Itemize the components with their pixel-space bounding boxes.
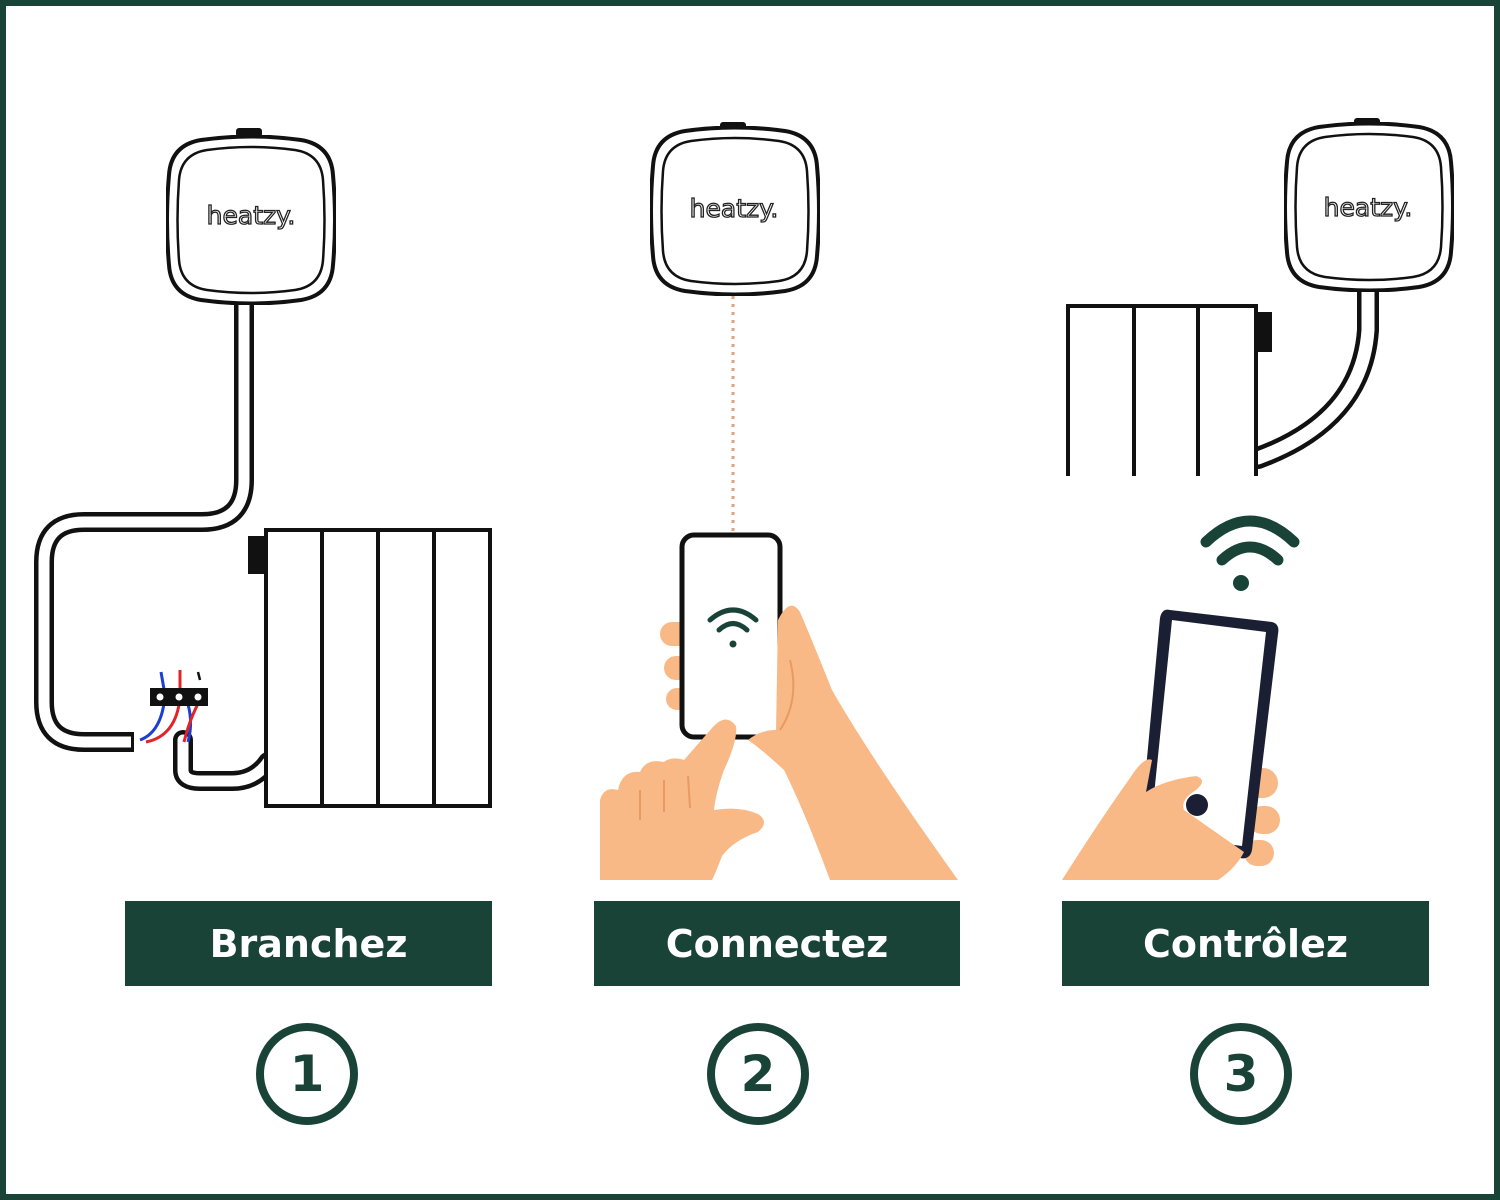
- illustrations: heatzy. heatzy.: [34, 118, 1454, 880]
- step-label-controlez: Contrôlez: [1062, 901, 1429, 986]
- step-number-2: 2: [707, 1023, 809, 1125]
- step-number-3: 3: [1190, 1023, 1292, 1125]
- brand-logo: heatzy.: [207, 201, 296, 230]
- step2-illustration: heatzy.: [600, 122, 958, 880]
- radiator-icon: [248, 528, 492, 808]
- smartphone-icon: [679, 532, 783, 740]
- hand-icon: [748, 605, 958, 880]
- cable-inner: [38, 300, 250, 748]
- brand-logo: heatzy.: [690, 194, 779, 223]
- terminal-block-icon: [150, 688, 208, 706]
- hand-icon: [600, 719, 764, 880]
- step-label-connectez: Connectez: [594, 901, 960, 986]
- heatzy-device-icon: heatzy.: [166, 128, 336, 305]
- wifi-icon: [707, 607, 759, 648]
- step-label-branchez: Branchez: [125, 901, 492, 986]
- brand-logo: heatzy.: [1324, 193, 1413, 222]
- heatzy-device-icon: heatzy.: [1284, 118, 1454, 292]
- heatzy-device-icon: heatzy.: [650, 122, 820, 296]
- radiator-icon: [1066, 304, 1272, 476]
- step-number-1: 1: [256, 1023, 358, 1125]
- hand-icon: [1062, 759, 1244, 880]
- wifi-icon: [1200, 515, 1300, 591]
- step1-illustration: heatzy.: [34, 128, 492, 808]
- step3-illustration: heatzy.: [1062, 118, 1454, 880]
